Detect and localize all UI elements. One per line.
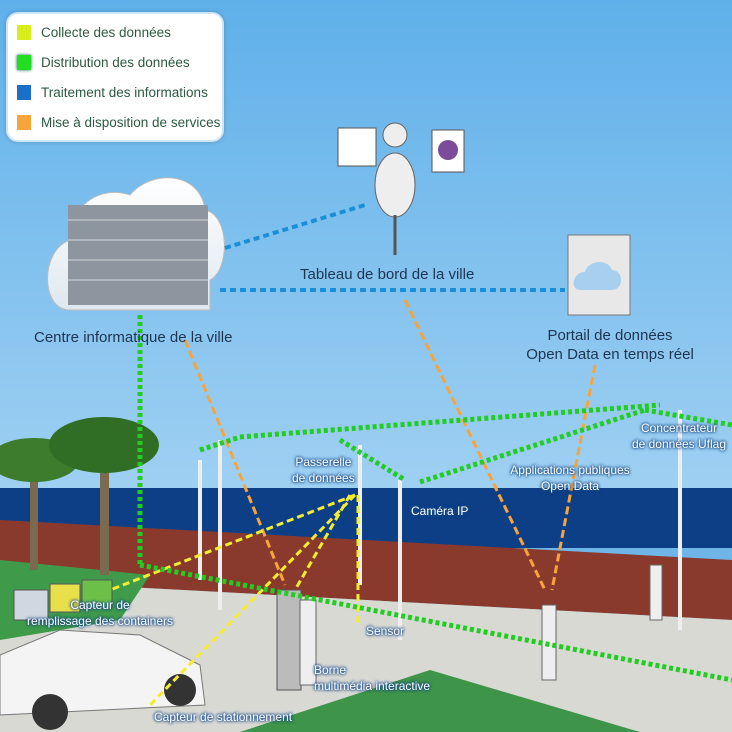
street-lamps <box>198 410 682 640</box>
collection-links <box>109 493 360 707</box>
blue-swatch-icon <box>17 84 31 100</box>
interactive-kiosk <box>276 589 302 691</box>
promenade <box>0 520 732 620</box>
legend: Collecte des données Distribution des do… <box>6 12 224 142</box>
dashboard-operator <box>337 122 465 255</box>
dashboard-label: Tableau de bord de la ville <box>300 266 475 283</box>
parking-sensor-label: Capteur de stationnement <box>154 710 293 724</box>
grass-bottom <box>240 670 640 732</box>
portal-label: Portail de données Open Data en temps ré… <box>510 326 710 364</box>
datacenter-cloud <box>47 177 225 311</box>
processing-links <box>220 203 565 292</box>
legend-label: Mise à disposition de services <box>41 114 221 130</box>
car <box>0 629 206 730</box>
legend-item-processing: Traitement des informations <box>8 77 222 107</box>
concentrator-label-line2: de données Uflag <box>631 437 727 451</box>
waste-containers <box>13 579 113 621</box>
apps-label-line1: Applications publiques <box>510 463 630 477</box>
green-swatch-icon <box>17 54 31 70</box>
service-links <box>183 299 597 591</box>
gateway-label: Passerelle de données <box>292 454 355 486</box>
datacenter-label: Centre informatique de la ville <box>34 329 233 346</box>
sensor-label: Sensor <box>366 624 405 638</box>
container-sensor-label-line1: Capteur de <box>70 598 130 612</box>
legend-item-services: Mise à disposition de services <box>8 107 222 137</box>
yellow-swatch-icon <box>17 24 31 40</box>
concentrator-label: Concentrateur de données Uflag <box>626 420 732 452</box>
legend-label: Traitement des informations <box>41 84 208 100</box>
kiosk-label: Borne multimédia interactive <box>314 662 430 694</box>
portal-label-line1: Portail de données <box>547 327 673 344</box>
distribution-links <box>137 315 732 683</box>
apps-label: Applications publiques Open Data <box>505 462 635 494</box>
container-sensor-label-line2: remplissage des containers <box>26 614 174 628</box>
apps-label-line2: Open Data <box>540 479 600 493</box>
legend-item-distribution: Distribution des données <box>8 47 222 77</box>
orange-swatch-icon <box>17 114 31 130</box>
container-sensor-label: Capteur de remplissage des containers <box>20 597 180 629</box>
legend-label: Distribution des données <box>41 54 190 70</box>
legend-item-collection: Collecte des données <box>8 17 222 47</box>
portal-label-line2: Open Data en temps réel <box>526 346 694 363</box>
kiosk-label-line1: Borne <box>314 663 347 677</box>
camera-label: Caméra IP <box>411 504 469 518</box>
palm-trees <box>0 417 159 575</box>
concentrator-label-line1: Concentrateur <box>640 421 718 435</box>
kiosk-label-line2: multimédia interactive <box>314 679 431 693</box>
gateway-label-line1: Passerelle <box>295 455 352 469</box>
gateway-label-line2: de données <box>292 471 355 485</box>
legend-label: Collecte des données <box>41 24 171 40</box>
open-data-safe <box>567 234 631 316</box>
